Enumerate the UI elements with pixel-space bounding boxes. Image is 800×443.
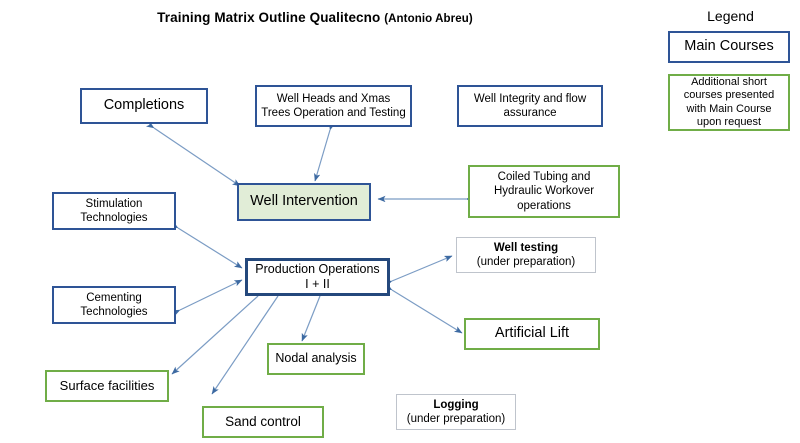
node-coiled-tubing-label: Coiled Tubing and Hydraulic Workover ope…: [493, 171, 595, 212]
page-title-author: (Antonio Abreu): [384, 13, 473, 25]
node-completions[interactable]: Completions: [80, 88, 208, 124]
arrow-cementing-production: [171, 279, 243, 317]
node-well-testing-title: Well testing: [493, 241, 559, 254]
node-well-integrity[interactable]: Well Integrity and flow assurance: [457, 85, 603, 127]
node-artificial-lift[interactable]: Artificial Lift: [464, 318, 600, 350]
arrow-wellheads-wellintervention: [314, 121, 336, 182]
node-nodal-analysis[interactable]: Nodal analysis: [267, 343, 365, 375]
node-logging[interactable]: Logging (under preparation): [396, 394, 516, 430]
legend-main-courses: Main Courses: [668, 31, 790, 63]
node-well-heads-label: Well Heads and Xmas Trees Operation and …: [261, 92, 406, 119]
legend-main-courses-label: Main Courses: [684, 38, 774, 55]
arrow-stimulation-production: [169, 221, 243, 269]
node-well-heads-xmas-trees[interactable]: Well Heads and Xmas Trees Operation and …: [255, 85, 412, 127]
node-production-operations-label: Production Operations I + II: [255, 261, 380, 291]
page-title-main: Training Matrix Outline Qualitecno: [157, 10, 381, 25]
node-cementing-technologies[interactable]: Cementing Technologies: [52, 286, 176, 324]
node-surface-facilities[interactable]: Surface facilities: [45, 370, 169, 402]
page-title: Training Matrix Outline Qualitecno (Anto…: [145, 10, 485, 25]
node-well-intervention-label: Well Intervention: [250, 193, 358, 210]
node-logging-title: Logging: [433, 398, 479, 411]
node-production-operations[interactable]: Production Operations I + II: [245, 258, 390, 296]
arrow-production-artificiallift: [383, 283, 463, 334]
node-sand-control-label: Sand control: [225, 413, 301, 429]
node-logging-sub: (under preparation): [406, 413, 506, 425]
node-well-testing-sub: (under preparation): [476, 256, 576, 268]
arrow-completions-wellintervention: [145, 121, 241, 187]
legend-additional-courses-label: Additional short courses presented with …: [683, 75, 775, 128]
legend-heading: Legend: [707, 8, 754, 24]
arrow-production-welltesting: [383, 255, 453, 287]
legend-additional-courses: Additional short courses presented with …: [668, 74, 790, 131]
node-cementing-label: Cementing Technologies: [80, 291, 148, 318]
node-stimulation-label: Stimulation Technologies: [80, 197, 148, 224]
node-well-testing[interactable]: Well testing (under preparation): [456, 237, 596, 273]
arrow-production-nodal: [301, 287, 326, 342]
node-completions-label: Completions: [103, 97, 185, 114]
node-well-intervention[interactable]: Well Intervention: [237, 183, 371, 221]
node-stimulation-technologies[interactable]: Stimulation Technologies: [52, 192, 176, 230]
arrow-production-surfacefacilities: [171, 288, 266, 375]
node-sand-control[interactable]: Sand control: [202, 406, 324, 438]
node-nodal-analysis-label: Nodal analysis: [275, 351, 357, 366]
node-coiled-tubing[interactable]: Coiled Tubing and Hydraulic Workover ope…: [468, 165, 620, 218]
node-surface-facilities-label: Surface facilities: [59, 378, 155, 394]
node-well-integrity-label: Well Integrity and flow assurance: [473, 92, 587, 119]
node-artificial-lift-label: Artificial Lift: [494, 325, 570, 342]
